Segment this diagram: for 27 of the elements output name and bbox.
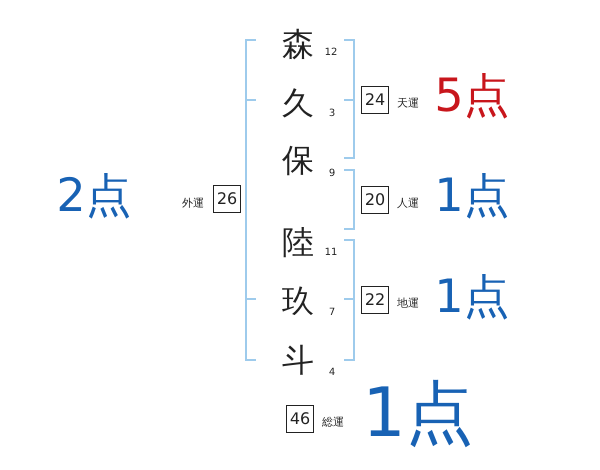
name-character: 斗 <box>282 344 314 376</box>
number-box: 22 <box>361 286 389 314</box>
score-text: 2点 <box>56 172 132 218</box>
stroke-count: 7 <box>328 308 336 318</box>
name-character: 陸 <box>282 226 314 258</box>
stroke-count: 4 <box>328 368 336 378</box>
name-character: 玖 <box>282 285 314 317</box>
name-character: 久 <box>282 87 314 119</box>
score-text: 1点 <box>362 380 474 448</box>
fortune-label: 地運 <box>397 298 419 308</box>
stroke-count: 9 <box>328 169 336 179</box>
score-text: 1点 <box>434 273 510 319</box>
fortune-label: 人運 <box>397 198 419 208</box>
fortune-label: 天運 <box>397 98 419 108</box>
score-text: 1点 <box>434 172 510 218</box>
fortune-label: 総運 <box>322 416 344 428</box>
fortune-label: 外運 <box>182 198 204 208</box>
number-box: 26 <box>213 185 241 213</box>
score-text: 5点 <box>434 72 510 118</box>
stroke-count: 3 <box>328 109 336 119</box>
name-character: 森 <box>282 28 314 60</box>
stroke-count: 11 <box>324 248 338 258</box>
name-character: 保 <box>282 144 314 176</box>
number-box: 46 <box>286 405 314 433</box>
number-box: 24 <box>361 86 389 114</box>
number-box: 20 <box>361 186 389 214</box>
stroke-count: 12 <box>324 48 338 58</box>
